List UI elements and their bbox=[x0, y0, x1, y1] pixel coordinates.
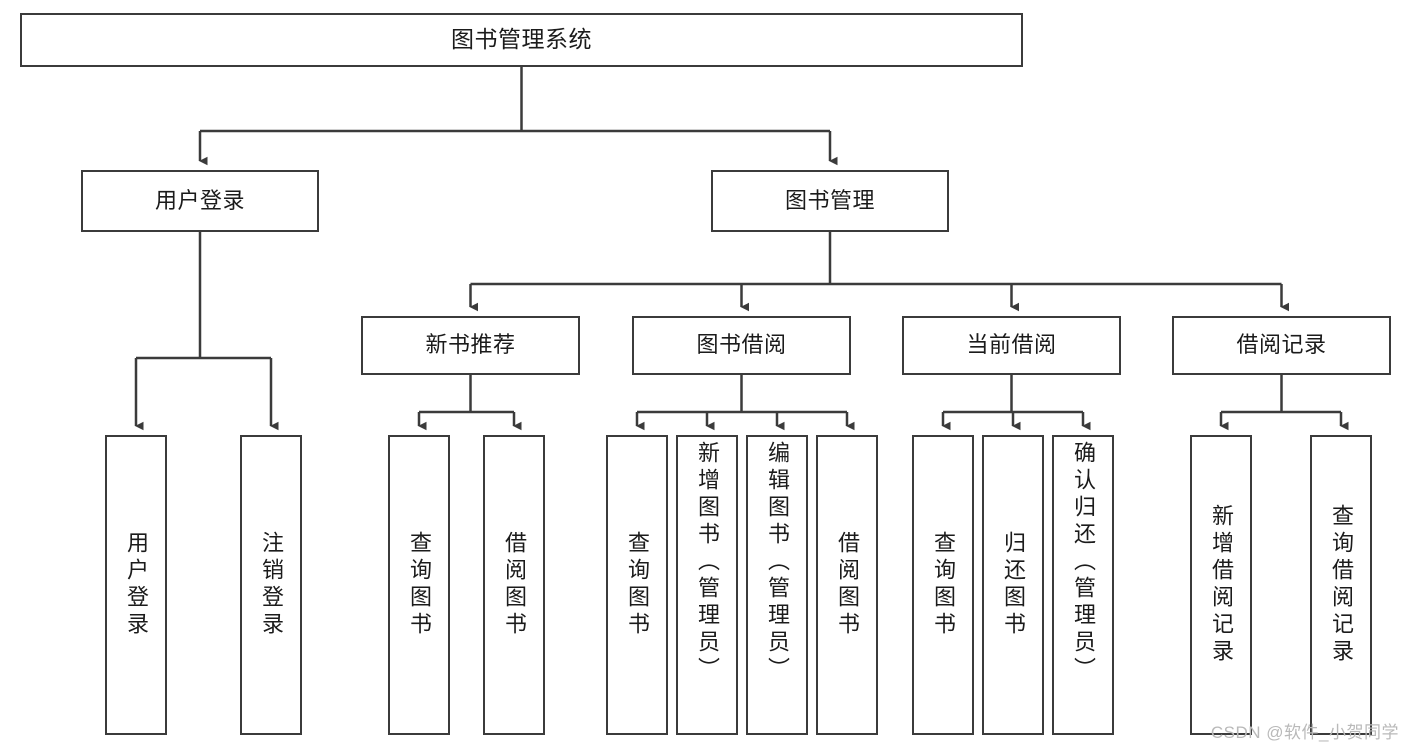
node-leaf-add-book[interactable]: 新增图书（管理员） bbox=[676, 435, 738, 735]
node-label: 编辑图书（管理员） bbox=[765, 441, 790, 684]
csdn-watermark: CSDN @软件_小贺同学 bbox=[1210, 723, 1399, 742]
node-label: 用户登录 bbox=[154, 187, 245, 213]
node-label-wrap: 注销登录 bbox=[242, 437, 300, 733]
node-leaf-user-login[interactable]: 用户登录 bbox=[105, 435, 167, 735]
node-label: 借阅记录 bbox=[1236, 332, 1327, 358]
node-leaf-return-book[interactable]: 归还图书 bbox=[982, 435, 1044, 735]
node-label: 图书管理 bbox=[784, 187, 875, 213]
node-leaf-borrow-book-1[interactable]: 借阅图书 bbox=[483, 435, 545, 735]
node-label: 注销登录 bbox=[259, 531, 284, 639]
node-label-wrap: 用户登录 bbox=[107, 437, 165, 733]
node-current-borrow[interactable]: 当前借阅 bbox=[902, 316, 1121, 375]
node-label: 查询图书 bbox=[625, 531, 650, 639]
node-borrow-record[interactable]: 借阅记录 bbox=[1172, 316, 1391, 375]
node-label: 借阅图书 bbox=[502, 531, 527, 639]
node-book-manage[interactable]: 图书管理 bbox=[711, 170, 949, 232]
node-label: 图书借阅 bbox=[696, 332, 787, 358]
node-label: 当前借阅 bbox=[966, 332, 1057, 358]
node-label-wrap: 查询借阅记录 bbox=[1312, 437, 1370, 733]
node-label: 新书推荐 bbox=[425, 332, 516, 358]
node-root[interactable]: 图书管理系统 bbox=[20, 13, 1023, 67]
node-label-wrap: 借阅图书 bbox=[818, 437, 876, 733]
node-label: 新增图书（管理员） bbox=[695, 441, 720, 684]
node-label: 归还图书 bbox=[1001, 531, 1026, 639]
node-leaf-edit-book[interactable]: 编辑图书（管理员） bbox=[746, 435, 808, 735]
node-book-borrow[interactable]: 图书借阅 bbox=[632, 316, 851, 375]
node-label-wrap: 新增借阅记录 bbox=[1192, 437, 1250, 733]
node-label-wrap: 新增图书（管理员） bbox=[678, 437, 736, 737]
node-label: 用户登录 bbox=[124, 531, 149, 639]
node-label-wrap: 编辑图书（管理员） bbox=[748, 437, 806, 737]
node-label: 新增借阅记录 bbox=[1209, 504, 1234, 666]
node-label-wrap: 借阅图书 bbox=[485, 437, 543, 733]
node-label: 借阅图书 bbox=[835, 531, 860, 639]
node-leaf-add-record[interactable]: 新增借阅记录 bbox=[1190, 435, 1252, 735]
node-leaf-logout[interactable]: 注销登录 bbox=[240, 435, 302, 735]
node-label-wrap: 确认归还（管理员） bbox=[1054, 437, 1112, 737]
node-label: 图书管理系统 bbox=[451, 26, 592, 53]
node-leaf-query-record[interactable]: 查询借阅记录 bbox=[1310, 435, 1372, 735]
node-leaf-confirm-return[interactable]: 确认归还（管理员） bbox=[1052, 435, 1114, 735]
node-leaf-borrow-book-2[interactable]: 借阅图书 bbox=[816, 435, 878, 735]
node-label-wrap: 查询图书 bbox=[390, 437, 448, 733]
node-label: 查询借阅记录 bbox=[1329, 504, 1354, 666]
node-user-login[interactable]: 用户登录 bbox=[81, 170, 319, 232]
node-label: 查询图书 bbox=[931, 531, 956, 639]
node-new-book-rec[interactable]: 新书推荐 bbox=[361, 316, 580, 375]
node-leaf-query-book-1[interactable]: 查询图书 bbox=[388, 435, 450, 735]
node-label: 查询图书 bbox=[407, 531, 432, 639]
node-leaf-query-book-3[interactable]: 查询图书 bbox=[912, 435, 974, 735]
node-label-wrap: 查询图书 bbox=[608, 437, 666, 733]
node-leaf-query-book-2[interactable]: 查询图书 bbox=[606, 435, 668, 735]
node-label: 确认归还（管理员） bbox=[1071, 441, 1096, 684]
node-label-wrap: 查询图书 bbox=[914, 437, 972, 733]
node-label-wrap: 归还图书 bbox=[984, 437, 1042, 733]
